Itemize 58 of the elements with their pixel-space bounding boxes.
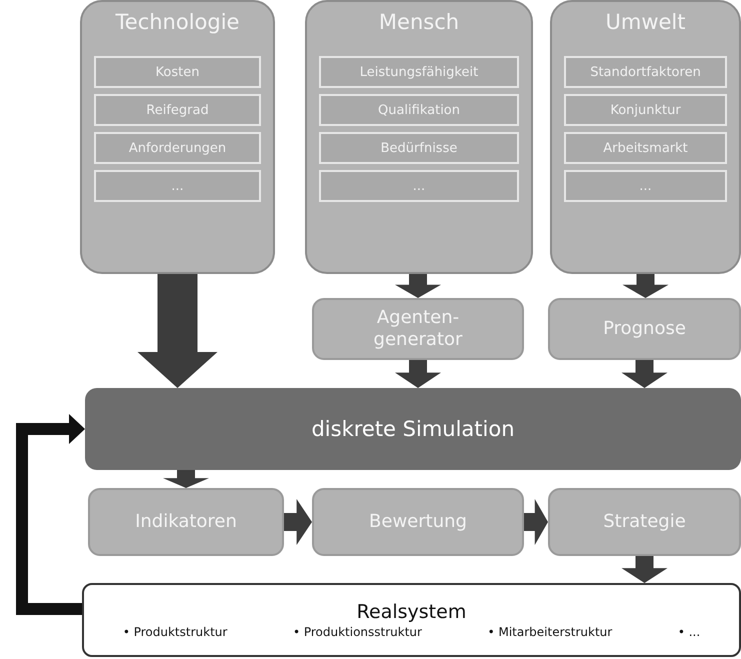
factor-box xyxy=(564,94,727,126)
factor-box xyxy=(94,94,261,126)
node-label: Umwelt xyxy=(606,10,686,34)
node-label: Qualifikation xyxy=(378,102,460,118)
arrow xyxy=(163,470,209,488)
factor-box xyxy=(94,170,261,202)
arrow xyxy=(284,499,312,545)
arrow xyxy=(622,274,668,298)
arrow xyxy=(622,360,668,388)
factor-box xyxy=(319,56,519,88)
simulation-bar xyxy=(85,388,741,470)
process-box xyxy=(312,488,524,556)
node-label: diskrete Simulation xyxy=(311,417,515,441)
list-item: • ... xyxy=(676,625,702,639)
node-label: ... xyxy=(412,178,426,194)
node-label: Konjunktur xyxy=(610,102,681,118)
node-label: Strategie xyxy=(603,511,686,533)
node-label: Mensch xyxy=(378,10,460,34)
factor-box xyxy=(564,56,727,88)
node-label: Leistungsfähigkeit xyxy=(360,64,478,80)
node-label: Indikatoren xyxy=(135,511,237,533)
arrow xyxy=(395,360,441,388)
category-panel xyxy=(80,0,275,274)
category-panel xyxy=(550,0,741,274)
process-box xyxy=(88,488,284,556)
factor-box xyxy=(319,170,519,202)
arrow xyxy=(395,274,441,298)
process-box xyxy=(548,488,741,556)
node-label: Anforderungen xyxy=(128,140,226,156)
arrow xyxy=(138,274,218,388)
node-label: Bedürfnisse xyxy=(380,140,458,156)
arrow xyxy=(524,499,548,545)
factor-box xyxy=(564,132,727,164)
node-label: Technologie xyxy=(116,10,240,34)
node-label: ... xyxy=(639,178,652,194)
factor-box xyxy=(564,170,727,202)
process-box xyxy=(548,298,741,360)
list-item: • Produktstruktur xyxy=(122,625,228,639)
node-label: Realsystem xyxy=(356,601,468,623)
node-label: Reifegrad xyxy=(146,102,209,118)
factor-box xyxy=(319,132,519,164)
arrow xyxy=(622,556,668,583)
node-label: Prognose xyxy=(603,318,686,340)
node-label: Agenten-generator xyxy=(372,307,464,351)
arrow xyxy=(16,414,85,615)
node-label: Arbeitsmarkt xyxy=(603,140,688,156)
node-label: ... xyxy=(171,178,184,194)
list-item: • Mitarbeiterstruktur xyxy=(486,625,614,639)
factor-box xyxy=(94,132,261,164)
real-system-box xyxy=(82,583,741,657)
category-panel xyxy=(305,0,533,274)
node-label: Kosten xyxy=(156,64,200,80)
list-item: • Produktionsstruktur xyxy=(292,625,423,639)
node-label: Standortfaktoren xyxy=(590,64,701,80)
process-box xyxy=(312,298,524,360)
factor-box xyxy=(319,94,519,126)
factor-box xyxy=(94,56,261,88)
node-label: Bewertung xyxy=(369,511,467,533)
